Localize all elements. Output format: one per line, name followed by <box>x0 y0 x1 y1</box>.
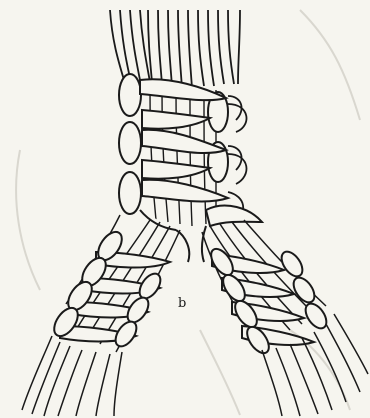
right-loops <box>228 96 246 220</box>
diagonal-bar <box>142 130 226 153</box>
left-knot-column <box>119 74 141 214</box>
left-fringe-cords <box>22 336 122 416</box>
panel-label: b <box>178 296 186 311</box>
knot <box>289 274 318 306</box>
right-fringe-cords <box>262 314 368 416</box>
background-show-through <box>16 10 360 415</box>
diagonal-bars <box>140 79 228 201</box>
knot <box>119 172 141 214</box>
knot <box>119 122 141 164</box>
left-branch <box>22 215 180 416</box>
knot <box>277 248 306 280</box>
diagonal-bar <box>142 180 228 202</box>
diagonal-bar <box>142 110 210 129</box>
central-cords <box>150 90 216 226</box>
split-junction <box>140 206 262 262</box>
diagonal-bar <box>142 160 210 179</box>
knot <box>119 74 141 116</box>
